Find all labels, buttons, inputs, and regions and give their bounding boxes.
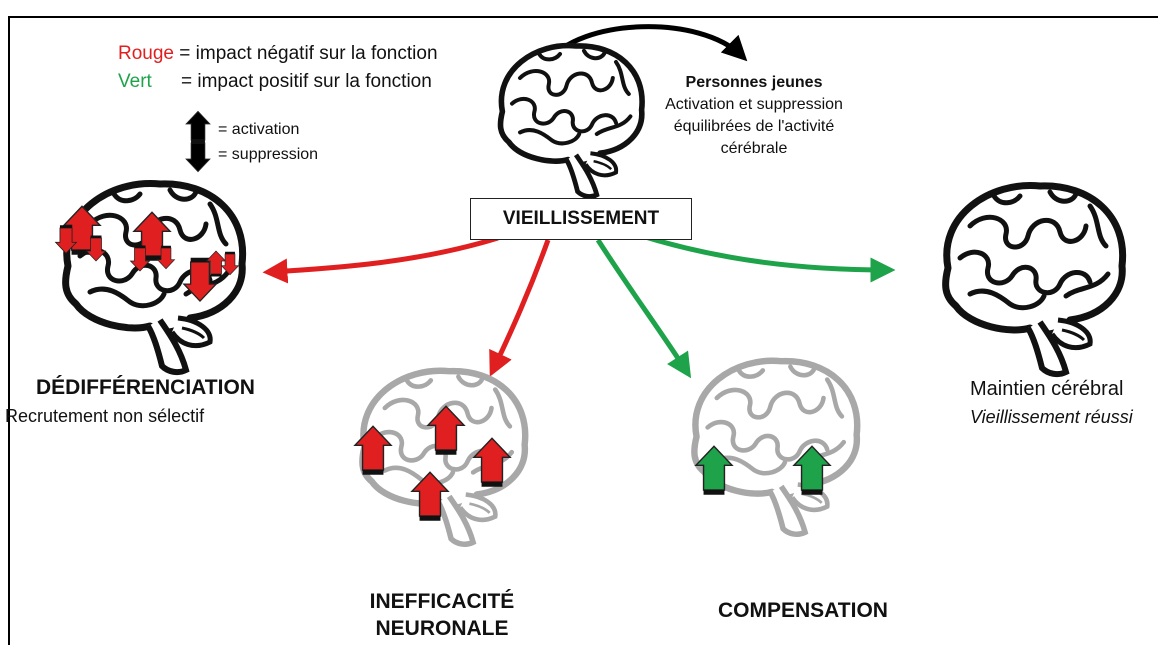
brain-compensation-icon <box>694 361 857 534</box>
frame-border <box>8 16 1158 645</box>
legend-red-text: = impact négatif sur la fonction <box>174 43 438 64</box>
brain-young-icon <box>500 46 642 197</box>
arrow-to-compensation <box>595 238 692 379</box>
arrow-to-dedifferenciation <box>262 235 499 284</box>
vieillissement-label: VIEILLISSEMENT <box>502 208 660 229</box>
young-text-block: Personnes jeunes Activation et suppressi… <box>648 72 860 160</box>
brain-dedifferenciation-icon <box>66 184 243 373</box>
legend-green-line: Vert <box>118 71 152 93</box>
legend-red-word: Rouge <box>118 43 174 64</box>
arrow-to-maintien <box>641 233 896 283</box>
vieillissement-box: VIEILLISSEMENT <box>470 198 692 240</box>
inefficacite-line-2: NEURONALE <box>375 617 509 640</box>
legend-suppression-label: = suppression <box>218 146 319 163</box>
compensation-title: COMPENSATION <box>718 599 888 622</box>
dedifferenciation-subtitle: Recrutement non sélectif <box>5 406 205 426</box>
inefficacite-line-1: INEFFICACITÉ <box>369 590 515 613</box>
maintien-subtitle: Vieillissement réussi <box>970 407 1133 427</box>
legend-green-word: Vert <box>118 71 152 92</box>
brain-maintien-icon <box>946 186 1123 375</box>
legend-green-text: = impact positif sur la fonction <box>181 71 432 92</box>
maintien-title: Maintien cérébral <box>970 378 1124 400</box>
young-line-3: cérébrale <box>720 140 788 157</box>
legend-up-arrow-icon <box>185 111 211 144</box>
young-line-1: Activation et suppression <box>665 96 843 113</box>
inefficacite-label: INEFFICACITÉ NEURONALE <box>362 588 522 642</box>
young-line-2: équilibrées de l'activité <box>673 118 835 135</box>
young-title: Personnes jeunes <box>685 74 823 91</box>
dedifferenciation-title: DÉDIFFÉRENCIATION <box>36 376 255 399</box>
arrow-to-inefficacite <box>489 239 551 377</box>
legend-red-line: Rouge = impact négatif sur la fonction <box>118 43 438 65</box>
legend-activation-label: = activation <box>218 121 300 138</box>
legend-down-arrow-icon <box>185 139 211 172</box>
